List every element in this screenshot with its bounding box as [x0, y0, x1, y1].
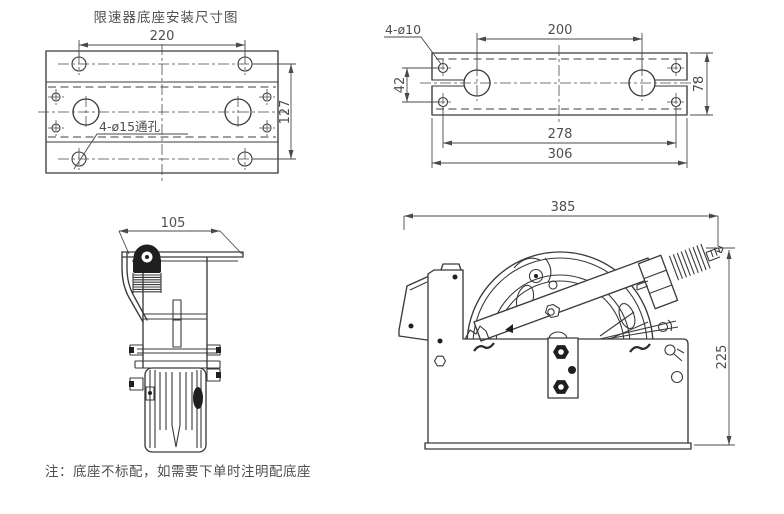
dim-385: 385 [403, 200, 719, 246]
holes-label-o10: 4-ø10 [385, 22, 421, 37]
view-base-front: 限速器底座安装尺寸图 220 [38, 10, 296, 181]
dim-105-label: 105 [161, 216, 186, 231]
dim-42-label: 42 [393, 77, 408, 94]
page-title: 限速器底座安装尺寸图 [94, 10, 239, 26]
lower-link [599, 319, 679, 340]
dim-42: 42 [393, 67, 438, 103]
dim-78: 78 [690, 52, 713, 116]
base-fasteners [473, 342, 685, 384]
dim-78-label: 78 [692, 76, 707, 93]
gusset-plate [398, 276, 428, 341]
view-base-top: 200 4-ø10 42 78 278 306 [384, 22, 713, 168]
holes-callout-o10: 4-ø10 [384, 22, 442, 65]
dim-220: 220 [78, 29, 246, 58]
holes-callout-o15: 4-ø15通孔 [73, 119, 188, 170]
dim-385-label: 385 [551, 200, 576, 215]
sheave-wheel [466, 251, 654, 339]
dim-127: 127 [253, 63, 296, 160]
side-bolts [129, 344, 221, 391]
dim-278: 278 [442, 107, 677, 148]
tension-spring [636, 243, 724, 310]
dim-225-label: 225 [715, 345, 730, 370]
dim-200: 200 [476, 23, 643, 70]
dim-306: 306 [431, 118, 688, 168]
view-governor-side: 385 225 [398, 200, 735, 450]
holes-label-o15: 4-ø15通孔 [99, 119, 161, 134]
dim-200-label: 200 [548, 23, 573, 38]
view-governor-front: 105 [118, 216, 244, 453]
base-box [424, 263, 692, 450]
dim-306-label: 306 [548, 147, 573, 162]
dim-127-label: 127 [278, 100, 293, 125]
drawing-note: 注：底座不标配，如需要下单时注明配底座 [45, 464, 311, 480]
dim-278-label: 278 [548, 127, 573, 142]
dim-225: 225 [694, 247, 735, 446]
dim-105: 105 [118, 216, 243, 255]
dim-220-label: 220 [150, 29, 175, 44]
clamp-plate [547, 331, 579, 399]
sheave-edge-view [144, 367, 207, 453]
